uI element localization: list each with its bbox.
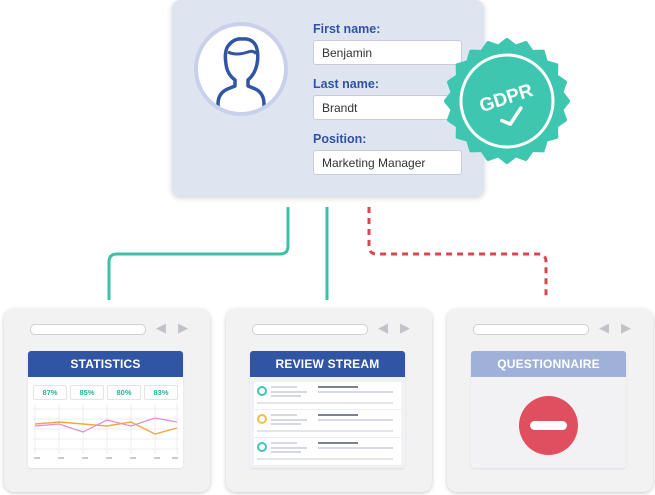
reviewer-avatar-icon xyxy=(257,442,267,452)
profile-card: First name: Benjamin Last name: Brandt P… xyxy=(172,0,484,196)
forward-arrow-icon: ▶ xyxy=(178,320,188,335)
address-bar xyxy=(30,324,146,335)
last-name-label: Last name: xyxy=(313,77,379,91)
statistics-title: STATISTICS xyxy=(28,351,183,377)
reviewer-avatar-icon xyxy=(257,386,267,396)
chart-series-line xyxy=(34,417,178,433)
back-arrow-icon: ◀ xyxy=(378,320,388,335)
statistics-line-chart xyxy=(33,404,179,459)
statistics-panel: STATISTICS 87% 85% 80% 83% xyxy=(28,351,183,468)
back-arrow-icon: ◀ xyxy=(156,320,166,335)
questionnaire-title: QUESTIONNAIRE xyxy=(471,351,626,377)
gdpr-seal-icon: GDPR xyxy=(444,38,570,164)
first-name-field[interactable]: Benjamin xyxy=(313,40,462,65)
review-item xyxy=(254,382,401,410)
seal-shape xyxy=(444,38,570,164)
first-name-label: First name: xyxy=(313,22,381,36)
blocked-icon xyxy=(519,396,578,455)
forward-arrow-icon: ▶ xyxy=(621,320,631,335)
review-item xyxy=(254,410,401,438)
position-label: Position: xyxy=(313,132,367,146)
statistics-window: ◀ ▶ STATISTICS 87% 85% 80% 83% xyxy=(4,309,210,492)
review-stream-title: REVIEW STREAM xyxy=(250,351,405,377)
address-bar xyxy=(252,324,368,335)
stat-box: 85% xyxy=(70,385,104,400)
address-bar xyxy=(473,324,589,335)
review-stream-panel: REVIEW STREAM xyxy=(250,351,405,468)
last-name-field[interactable]: Brandt xyxy=(313,95,462,120)
chart-series-line xyxy=(34,421,178,435)
review-item xyxy=(254,438,401,466)
questionnaire-panel: QUESTIONNAIRE xyxy=(471,351,626,468)
questionnaire-window: ◀ ▶ QUESTIONNAIRE xyxy=(447,309,653,492)
back-arrow-icon: ◀ xyxy=(599,320,609,335)
reviewer-avatar-icon xyxy=(257,414,267,424)
stat-box: 80% xyxy=(107,385,141,400)
connector-statistics xyxy=(107,207,290,300)
forward-arrow-icon: ▶ xyxy=(400,320,410,335)
review-stream-window: ◀ ▶ REVIEW STREAM xyxy=(226,309,432,492)
connector-questionnaire xyxy=(367,207,548,300)
user-avatar-icon xyxy=(194,22,288,116)
stat-box: 83% xyxy=(144,385,178,400)
position-field[interactable]: Marketing Manager xyxy=(313,150,462,175)
stat-box: 87% xyxy=(33,385,67,400)
